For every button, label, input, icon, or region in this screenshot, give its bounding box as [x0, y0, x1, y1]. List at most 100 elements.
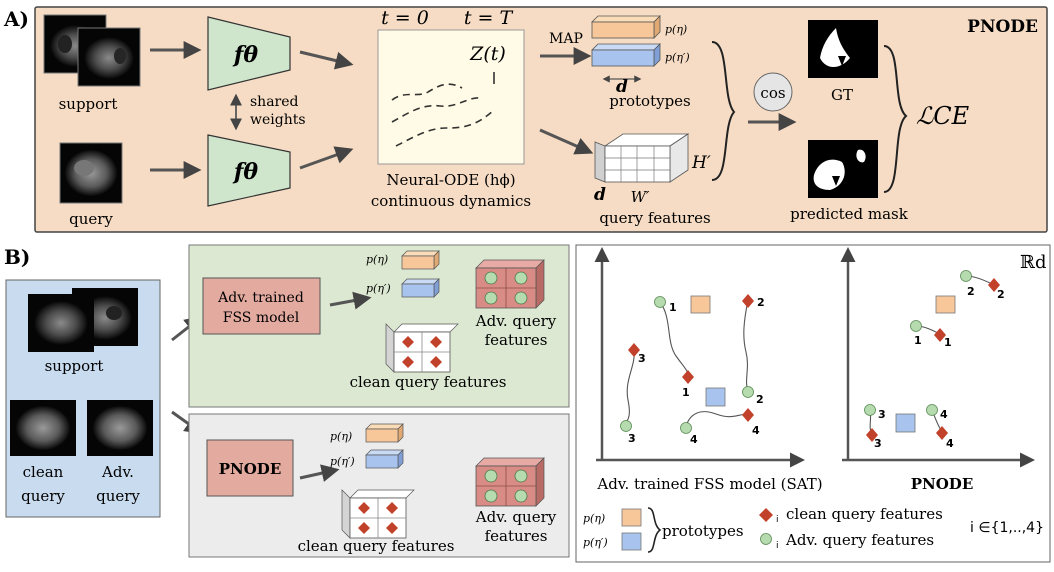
adv-features-cube: [475, 259, 545, 309]
legend: p(η) p(η′) prototypes i clean query feat…: [583, 505, 1044, 553]
diamond-icon: [628, 343, 640, 357]
diamond-icon: [759, 508, 773, 522]
svg-text:fθ: fθ: [232, 159, 258, 185]
pnode-adv-line1: Adv. query: [475, 508, 557, 526]
sat-p-eta: p(η): [366, 253, 388, 266]
pnode-proto-blue: [895, 413, 916, 433]
gt-mask: [808, 20, 878, 78]
diamond-icon: [430, 356, 442, 368]
diamond-icon: [358, 502, 370, 514]
circle-icon: [484, 271, 498, 285]
mri-icon: [77, 27, 141, 87]
pnode-p-eta-prime: p(η′): [330, 455, 355, 468]
svg-text:4: 4: [690, 433, 698, 446]
pnode-model-label: PNODE: [219, 460, 282, 478]
svg-text:1: 1: [944, 336, 952, 349]
diamond-icon: [742, 408, 754, 422]
circle-icon: [680, 422, 692, 434]
ode-line2: continuous dynamics: [371, 192, 531, 210]
cube-icon: [365, 423, 404, 443]
sat-model-box: [202, 277, 321, 335]
w-prime-label: W′: [631, 188, 650, 206]
circle-icon: [514, 469, 528, 483]
arrow-icon: [539, 128, 594, 155]
panel-a: A) PNODE support query fθ: [3, 6, 1048, 233]
cube-icon: [365, 449, 404, 469]
support-label-b: support: [45, 357, 104, 375]
pnode-adv-line2: features: [485, 527, 548, 545]
svg-text:2: 2: [997, 288, 1005, 301]
pnode-title: PNODE: [967, 17, 1038, 37]
svg-text:fθ: fθ: [232, 42, 258, 68]
legend-range: i ∈{1,..,4}: [970, 520, 1044, 536]
adv-query-line2: query: [96, 487, 140, 505]
brace-icon: [647, 507, 662, 553]
neural-ode-box: Z(t): [377, 29, 525, 165]
circle-icon: [514, 489, 528, 503]
circle-icon: [484, 489, 498, 503]
svg-text:4: 4: [752, 424, 760, 437]
mri-icon: [59, 142, 123, 204]
sat-clean-label: clean query features: [350, 373, 507, 391]
brace-icon: [883, 45, 908, 193]
diamond-icon: [430, 336, 442, 348]
pnode-proto-orange: [935, 295, 956, 314]
circle-icon: [864, 404, 876, 416]
mri-icon: [10, 400, 76, 456]
cube-icon: [401, 278, 440, 298]
diamond-icon: [936, 426, 948, 440]
svg-text:i: i: [776, 515, 779, 525]
circle-icon: [514, 291, 528, 305]
panel-a-tag: A): [3, 7, 29, 31]
clean-features-cube: [341, 489, 415, 539]
svg-text:2: 2: [757, 296, 765, 309]
diamond-icon: [934, 328, 946, 342]
cos-node: [753, 72, 793, 112]
adv-query-line1: Adv.: [101, 463, 134, 481]
diamond-icon: [358, 522, 370, 534]
loss-label: ℒCE: [916, 102, 970, 130]
circle-icon: [484, 291, 498, 305]
support-label: support: [59, 95, 118, 113]
diamond-icon: [386, 522, 398, 534]
query-features-grid: [594, 133, 690, 183]
diamond-icon: [682, 370, 694, 384]
legend-adv: Adv. query features: [785, 531, 934, 549]
arrow-icon: [299, 50, 354, 70]
clean-query-line1: clean: [23, 463, 64, 481]
map-label: MAP: [549, 31, 583, 47]
shared-weights-line1: shared: [250, 94, 299, 110]
predicted-mask-label: predicted mask: [790, 205, 909, 223]
arrow-icon: [299, 146, 354, 170]
p-eta-label: p(η): [665, 23, 687, 36]
encoder-bottom: fθ: [207, 134, 291, 207]
cos-label: cos: [760, 84, 785, 102]
circle-icon: [926, 404, 938, 416]
sat-model-line1: Adv. trained: [217, 290, 304, 306]
svg-text:2: 2: [967, 285, 975, 298]
sat-proto-blue: [705, 387, 726, 407]
d-depth-label: d: [594, 185, 606, 205]
cube-icon: [401, 250, 440, 270]
sat-model-line2: FSS model: [223, 310, 300, 326]
circle-icon: [760, 533, 772, 545]
gt-label: GT: [831, 86, 853, 104]
svg-text:1: 1: [669, 301, 677, 314]
predicted-mask: [808, 140, 878, 198]
adv-features-cube: [475, 457, 545, 507]
svg-text:1: 1: [682, 386, 690, 399]
svg-text:p(η): p(η): [583, 512, 605, 525]
circle-icon: [654, 296, 666, 308]
prototypes-label: prototypes: [609, 92, 691, 110]
panel-b: B) support clean query Adv. query: [4, 244, 1051, 563]
cube-icon: [591, 15, 661, 39]
svg-text:2: 2: [756, 393, 764, 406]
arrow-icon: [329, 291, 372, 310]
circle-icon: [742, 386, 754, 398]
sat-points: 1 1 2 2 3 3 4 4: [620, 294, 765, 446]
pnode-model-box: [206, 439, 294, 497]
arrow-icon: [299, 464, 340, 482]
h-prime-label: H′: [691, 153, 711, 173]
legend-clean: clean query features: [786, 505, 943, 523]
shared-weights-line2: weights: [250, 112, 306, 128]
